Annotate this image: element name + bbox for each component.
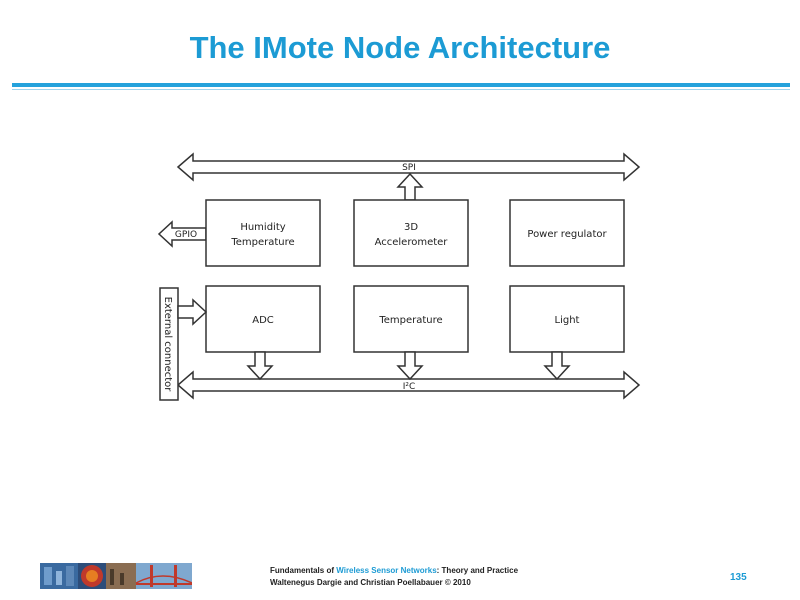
page-number: 135	[730, 572, 747, 583]
adc-to-i2c-arrow	[246, 351, 274, 381]
temperature-label: Temperature	[378, 315, 442, 326]
accelerometer-label-3d: 3D	[404, 222, 418, 233]
external-to-adc-arrow	[177, 298, 208, 326]
footer-citation: Fundamentals of Wireless Sensor Networks…	[270, 565, 518, 589]
accelerometer-to-spi-arrow	[396, 172, 424, 201]
footer-prefix: Fundamentals of	[270, 566, 337, 575]
i2c-bus-arrow	[176, 370, 641, 400]
humidity-label: Humidity	[240, 222, 285, 233]
light-to-i2c-arrow	[543, 351, 571, 381]
footer-banner-image	[40, 563, 192, 589]
title-divider-thin	[12, 89, 790, 90]
temperature-to-i2c-arrow	[396, 351, 424, 381]
gpio-label: GPIO	[175, 230, 197, 240]
spi-bus-arrow	[176, 152, 641, 182]
light-block	[509, 285, 625, 353]
external-connector-label: External connector	[162, 297, 173, 393]
footer-line-2: Waltenegus Dargie and Christian Poellaba…	[270, 578, 471, 587]
gpio-arrow	[157, 220, 207, 248]
i2c-bus-label: I²C	[403, 382, 416, 392]
humidity-temperature-label: Temperature	[230, 237, 294, 248]
humidity-temperature-block	[205, 199, 321, 267]
adc-label: ADC	[252, 315, 274, 326]
external-connector-block	[159, 287, 179, 401]
slide-title: The IMote Node Architecture	[189, 30, 611, 65]
accelerometer-block	[353, 199, 469, 267]
accelerometer-label: Accelerometer	[375, 237, 449, 248]
footer-highlight: Wireless Sensor Networks	[336, 566, 437, 575]
title-divider	[12, 83, 790, 87]
light-label: Light	[555, 315, 580, 326]
spi-bus-label: SPI	[402, 163, 416, 173]
footer-line-1: Fundamentals of Wireless Sensor Networks…	[270, 565, 518, 577]
power-regulator-label: Power regulator	[527, 229, 607, 240]
power-regulator-block	[509, 199, 625, 267]
footer-suffix: : Theory and Practice	[436, 566, 519, 575]
